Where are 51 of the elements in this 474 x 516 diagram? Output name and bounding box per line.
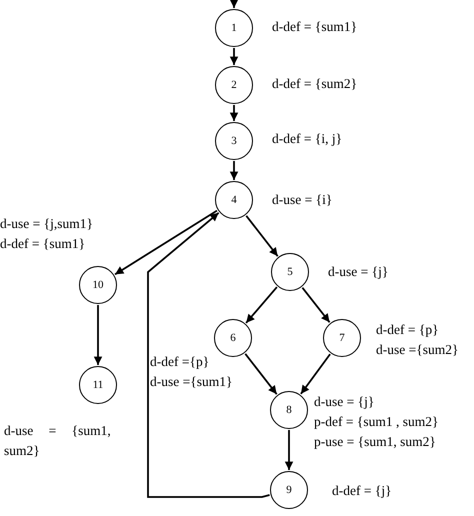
annotation-text: d-use = {sum1, sum2} — [4, 422, 112, 460]
annotation-text: d-use = {i} — [272, 191, 332, 209]
node-circle — [79, 266, 117, 304]
node-number: 4 — [231, 194, 237, 206]
node-circle — [215, 66, 253, 104]
arrow — [244, 353, 278, 395]
node-circle — [270, 391, 308, 429]
annotation-text: d-def ={p} — [150, 353, 210, 371]
node-circle — [215, 181, 253, 219]
annotation-text: d-use = {j} — [328, 263, 388, 281]
annotation-text: d-use = {j,sum1} — [0, 215, 93, 233]
annotation-text: p-use = {sum1, sum2} — [314, 433, 437, 451]
node-circle — [215, 122, 253, 160]
node-number: 9 — [286, 484, 292, 496]
annotation-text: d-def = {sum1} — [0, 235, 86, 253]
arrow — [147, 212, 270, 498]
node-circle — [323, 319, 361, 357]
node-number: 1 — [231, 22, 237, 34]
annotation-text: d-use ={sum2} — [376, 341, 458, 359]
annotation-text: d-def = {sum2} — [272, 75, 358, 93]
node-number: 10 — [92, 280, 104, 290]
node-number: 5 — [287, 266, 293, 278]
annotation-text: d-use = {j} — [314, 393, 376, 411]
node-number: 11 — [92, 380, 104, 390]
annotation-text: d-use ={sum1} — [150, 373, 232, 391]
node-number: 8 — [286, 404, 292, 416]
annotation-text: d-def = {i, j} — [272, 130, 342, 148]
arrow — [230, 161, 238, 180]
node-number: 7 — [339, 332, 345, 344]
arrow — [284, 430, 294, 470]
node-number: 6 — [230, 332, 236, 344]
arrow — [300, 354, 331, 394]
node-circle — [270, 471, 308, 509]
arrow — [230, 0, 238, 8]
node-number: 2 — [231, 80, 237, 90]
node-circle — [215, 9, 253, 47]
node-circle — [79, 366, 117, 404]
annotation-text: p-def = {sum1 , sum2} — [314, 413, 438, 431]
arrow — [245, 286, 278, 324]
node-circle — [271, 253, 309, 291]
node-circle — [214, 319, 252, 357]
node-number: 3 — [231, 136, 237, 146]
annotation-text: d-def = {j} — [332, 482, 392, 500]
arrow — [302, 287, 330, 323]
arrow — [230, 105, 238, 121]
annotation-text: d-def = {p} — [376, 321, 440, 339]
arrow — [230, 48, 238, 65]
arrow — [246, 215, 278, 257]
arrow — [94, 305, 102, 365]
annotation-text: d-def = {sum1} — [272, 18, 358, 36]
arrow — [114, 210, 218, 276]
